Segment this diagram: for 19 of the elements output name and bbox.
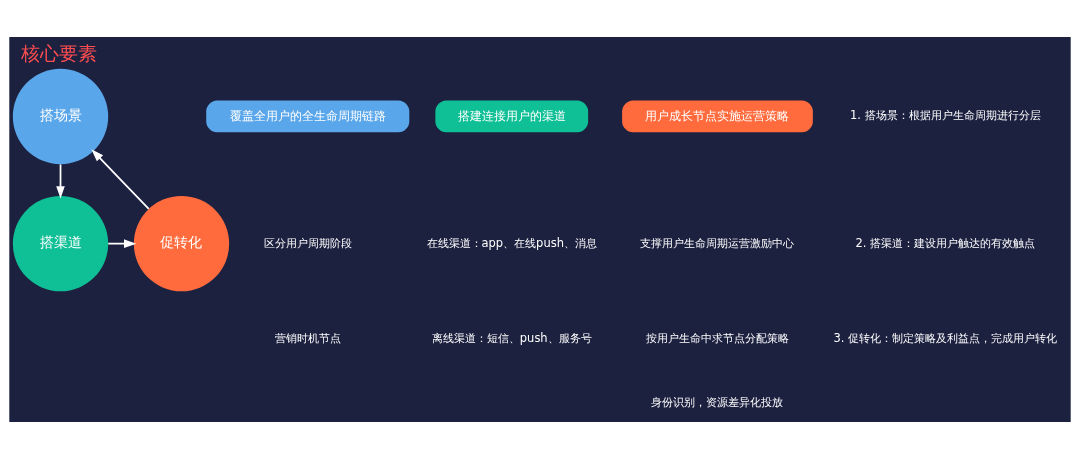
node-box: 用户成长节点实施运营策略 — [622, 100, 813, 133]
arrow — [91, 149, 150, 210]
label: 按用户生命中求节点分配策略 — [645, 331, 789, 345]
node-circle: 搭渠道 — [12, 195, 109, 292]
label: 1. 搭场景：根据用户生命周期进行分层 — [850, 108, 1041, 123]
label: 在线渠道：app、在线push、消息 — [426, 235, 597, 250]
arrow — [56, 163, 65, 199]
diagram-title: 核心要素 — [20, 41, 97, 65]
node-box: 搭建连接用户的渠道 — [435, 100, 589, 133]
label: 身份识别，资源差异化投放 — [651, 394, 784, 409]
label: 离线渠道：短信、push、服务号 — [431, 331, 592, 345]
label: 区分用户周期阶段 — [263, 235, 352, 250]
arrow — [107, 239, 137, 248]
node-box: 覆盖全用户的全生命周期链路 — [206, 100, 410, 133]
label: 3. 促转化：制定策略及利益点，完成用户转化 — [833, 331, 1058, 345]
label: 营销时机节点 — [274, 331, 341, 345]
label: 2. 搭渠道：建设用户触达的有效触点 — [855, 235, 1036, 250]
node-circle: 促转化 — [133, 195, 230, 292]
label: 支撑用户生命周期运营激励中心 — [640, 235, 795, 250]
